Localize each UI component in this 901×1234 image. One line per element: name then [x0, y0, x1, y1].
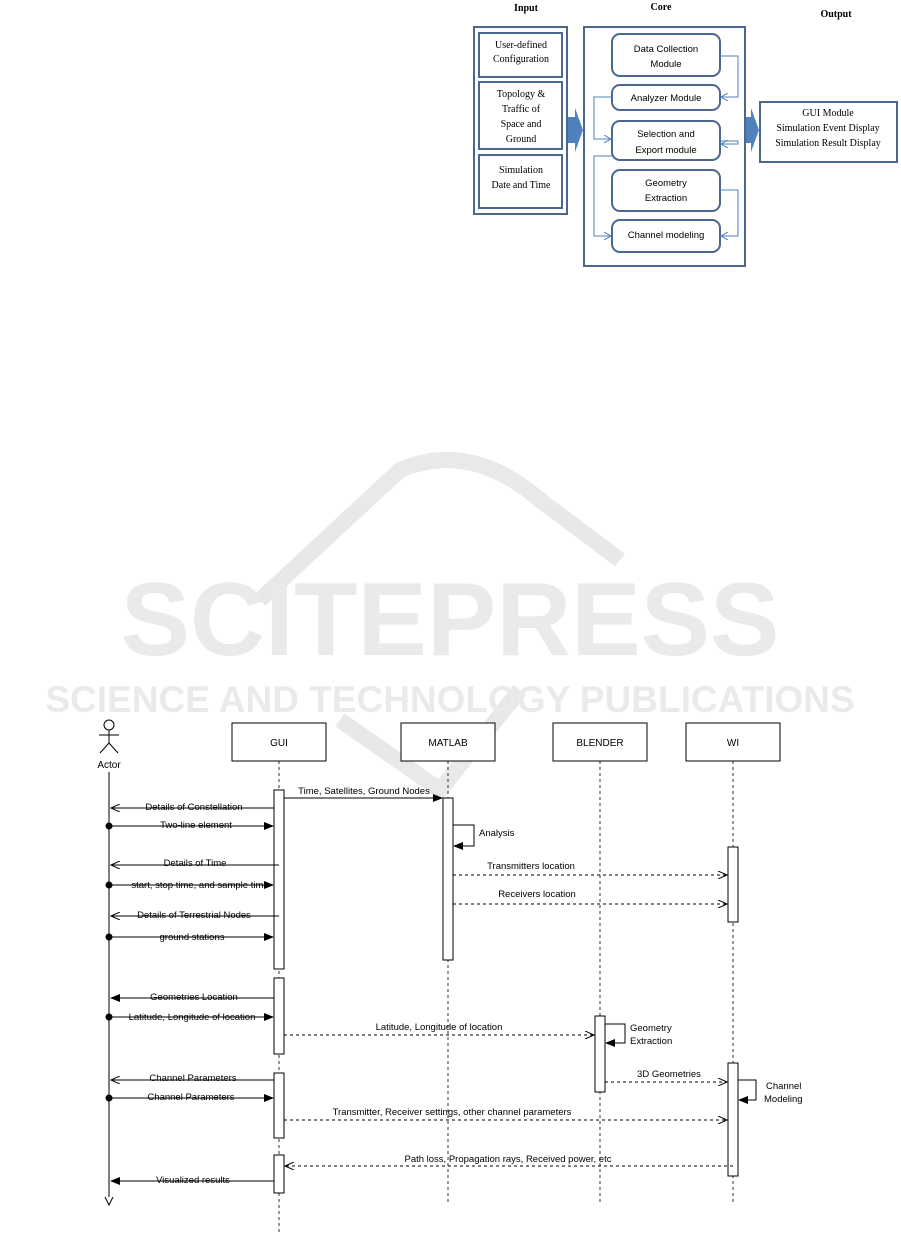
messages — [105, 794, 757, 1185]
module-geometry-line2: Extraction — [645, 193, 687, 204]
participant-wi — [685, 722, 781, 762]
core-module-geometry — [611, 169, 721, 212]
input-topology-line3: Space and — [501, 119, 542, 130]
msg-path-loss: Path loss, Propagation rays, Received po… — [404, 1154, 611, 1165]
msg-visualized-results: Visualized results — [156, 1175, 230, 1186]
architecture-diagram: Input Core Output User-defined Configura… — [473, 2, 898, 267]
msg-channel-parameters-request: Channel Parameters — [149, 1073, 236, 1084]
msg-time-satellites: Time, Satellites, Ground Nodes — [298, 786, 430, 797]
msg-transmitters-location: Transmitters location — [487, 861, 575, 872]
participant-gui — [231, 722, 327, 762]
module-data-collection-line2: Module — [650, 59, 681, 70]
participant-wi-label: WI — [727, 738, 739, 749]
module-channel-label: Channel modeling — [628, 230, 705, 241]
msg-channel-modeling-line1: Channel — [766, 1081, 801, 1092]
module-geometry-line1: Geometry — [645, 178, 687, 189]
sequence-diagram: Actor GUI MATLAB BLENDER WI — [97, 719, 803, 1232]
msg-geometry-extraction-line1: Geometry — [630, 1023, 672, 1034]
msg-3d-geometries: 3D Geometries — [637, 1069, 701, 1080]
participant-gui-label: GUI — [270, 738, 288, 749]
watermark-subtitle: SCIENCE AND TECHNOLOGY PUBLICATIONS — [45, 679, 854, 720]
module-selection-line2: Export module — [635, 145, 696, 156]
output-line3: Simulation Result Display — [775, 138, 881, 149]
participant-blender — [552, 722, 648, 762]
participant-blender-label: BLENDER — [576, 738, 623, 749]
input-config-line1: User-defined — [495, 40, 547, 51]
watermark-title: SCITEPRESS — [121, 562, 780, 678]
header-input: Input — [514, 3, 539, 14]
input-box-configuration — [478, 32, 563, 78]
msg-transmitter-receiver-settings: Transmitter, Receiver settings, other ch… — [333, 1107, 572, 1118]
msg-start-stop-time: start, stop time, and sample time — [131, 880, 268, 891]
msg-channel-modeling-line2: Modeling — [764, 1094, 803, 1105]
msg-channel-parameters-response: Channel Parameters — [147, 1092, 234, 1103]
actor-lifeline-end — [104, 1196, 114, 1207]
actor-label: Actor — [97, 760, 121, 771]
input-topology-line2: Traffic of — [502, 104, 541, 115]
output-line2: Simulation Event Display — [776, 123, 879, 134]
input-to-core-arrow — [568, 108, 583, 152]
core-module-data-collection — [611, 33, 721, 77]
module-selection-line1: Selection and — [637, 129, 695, 140]
input-simulation-line1: Simulation — [499, 165, 543, 176]
msg-analysis: Analysis — [479, 828, 515, 839]
msg-lat-long-actor: Latitude, Longitude of location — [129, 1012, 256, 1023]
module-analyzer-label: Analyzer Module — [631, 93, 702, 104]
participant-matlab — [400, 722, 496, 762]
core-to-output-arrow — [745, 108, 759, 152]
output-box — [759, 101, 898, 163]
msg-receivers-location: Receivers location — [498, 889, 576, 900]
output-line1: GUI Module — [802, 108, 854, 119]
msg-two-line-element: Two-line element — [160, 820, 232, 831]
input-config-line2: Configuration — [493, 54, 549, 65]
msg-geometries-location: Geometries Location — [150, 992, 238, 1003]
msg-ground-stations: ground stations — [160, 932, 225, 943]
input-topology-line4: Ground — [506, 134, 537, 145]
msg-lat-long-blender: Latitude, Longitude of location — [376, 1022, 503, 1033]
input-simulation-line2: Date and Time — [492, 180, 551, 191]
header-output: Output — [820, 9, 852, 20]
watermark: SCITEPRESS SCIENCE AND TECHNOLOGY PUBLIC… — [45, 452, 855, 798]
msg-details-terrestrial: Details of Terrestrial Nodes — [137, 910, 251, 921]
msg-geometry-extraction-line2: Extraction — [630, 1036, 672, 1047]
core-connectors — [593, 55, 739, 236]
activation-boxes — [273, 789, 739, 1194]
msg-details-constellation: Details of Constellation — [145, 802, 242, 813]
input-box-simulation-time — [478, 154, 563, 209]
module-data-collection-line1: Data Collection — [634, 44, 698, 55]
input-topology-line1: Topology & — [497, 89, 546, 100]
header-core: Core — [651, 2, 672, 13]
msg-details-time: Details of Time — [164, 858, 227, 869]
input-box-topology — [478, 81, 563, 150]
actor-figure — [99, 719, 119, 754]
participant-matlab-label: MATLAB — [428, 738, 468, 749]
